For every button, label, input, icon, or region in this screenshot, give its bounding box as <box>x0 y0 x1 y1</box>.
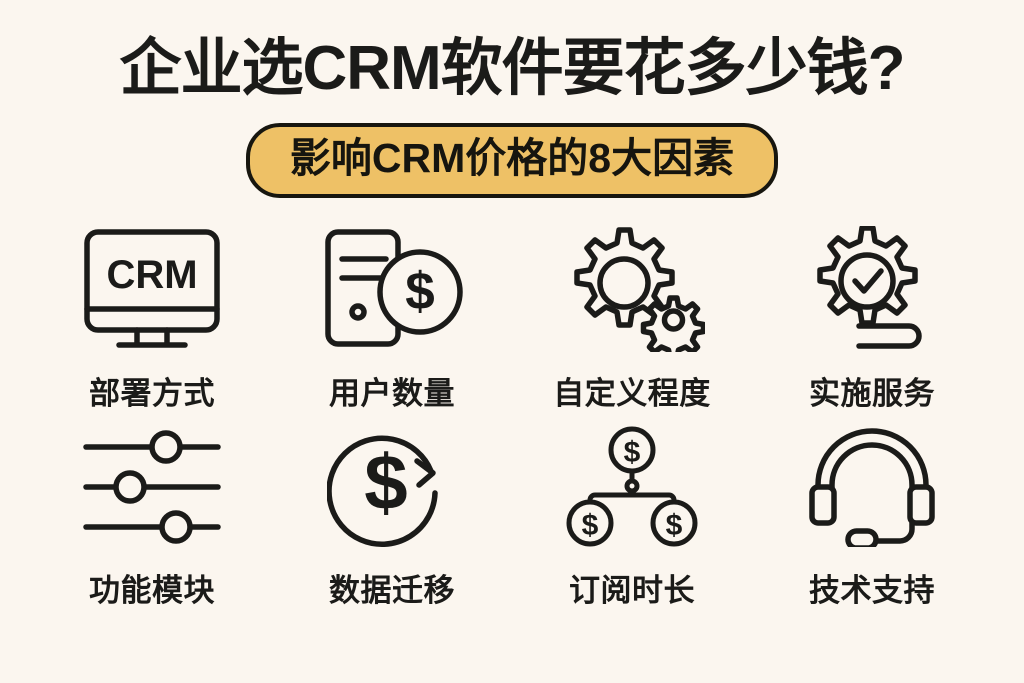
dollar-hierarchy-icon: $ $ $ <box>562 423 702 551</box>
svg-text:$: $ <box>364 438 407 526</box>
factor-item-subscription: $ $ $ 订阅时长 <box>512 423 752 610</box>
factor-item-implementation: 实施服务 <box>752 224 992 413</box>
factor-label-support: 技术支持 <box>809 573 935 609</box>
svg-text:CRM: CRM <box>106 253 197 297</box>
factor-label-data-migration: 数据迁移 <box>329 573 455 609</box>
server-dollar-icon: $ <box>316 224 468 354</box>
headset-icon <box>802 423 942 551</box>
factor-item-customization: 自定义程度 <box>512 224 752 413</box>
factor-item-user-count: $ 用户数量 <box>272 224 512 413</box>
svg-text:$: $ <box>666 509 683 542</box>
subtitle-banner: 影响CRM价格的8大因素 <box>245 123 779 199</box>
factor-label-implementation: 实施服务 <box>809 376 935 412</box>
dollar-refresh-icon: $ <box>327 423 457 551</box>
factors-grid: CRM 部署方式 $ 用户数量 <box>32 224 992 610</box>
factor-item-data-migration: $ 数据迁移 <box>272 423 512 610</box>
factor-label-deployment: 部署方式 <box>89 376 215 412</box>
svg-text:$: $ <box>405 262 434 321</box>
subtitle-pill-label: 影响CRM价格的8大因素 <box>245 123 779 199</box>
monitor-crm-icon: CRM <box>77 224 227 354</box>
sliders-icon <box>78 423 226 551</box>
factor-item-deployment: CRM 部署方式 <box>32 224 272 413</box>
factor-label-customization: 自定义程度 <box>553 376 711 412</box>
factor-label-modules: 功能模块 <box>89 573 215 609</box>
factor-label-subscription: 订阅时长 <box>569 573 695 609</box>
factor-label-user-count: 用户数量 <box>329 376 455 412</box>
svg-text:$: $ <box>582 509 599 542</box>
gears-icon <box>559 224 705 354</box>
gear-check-icon <box>799 224 945 354</box>
svg-text:$: $ <box>624 436 641 469</box>
factor-item-support: 技术支持 <box>752 423 992 610</box>
factor-item-modules: 功能模块 <box>32 423 272 610</box>
page-title: 企业选CRM软件要花多少钱? <box>119 34 905 103</box>
